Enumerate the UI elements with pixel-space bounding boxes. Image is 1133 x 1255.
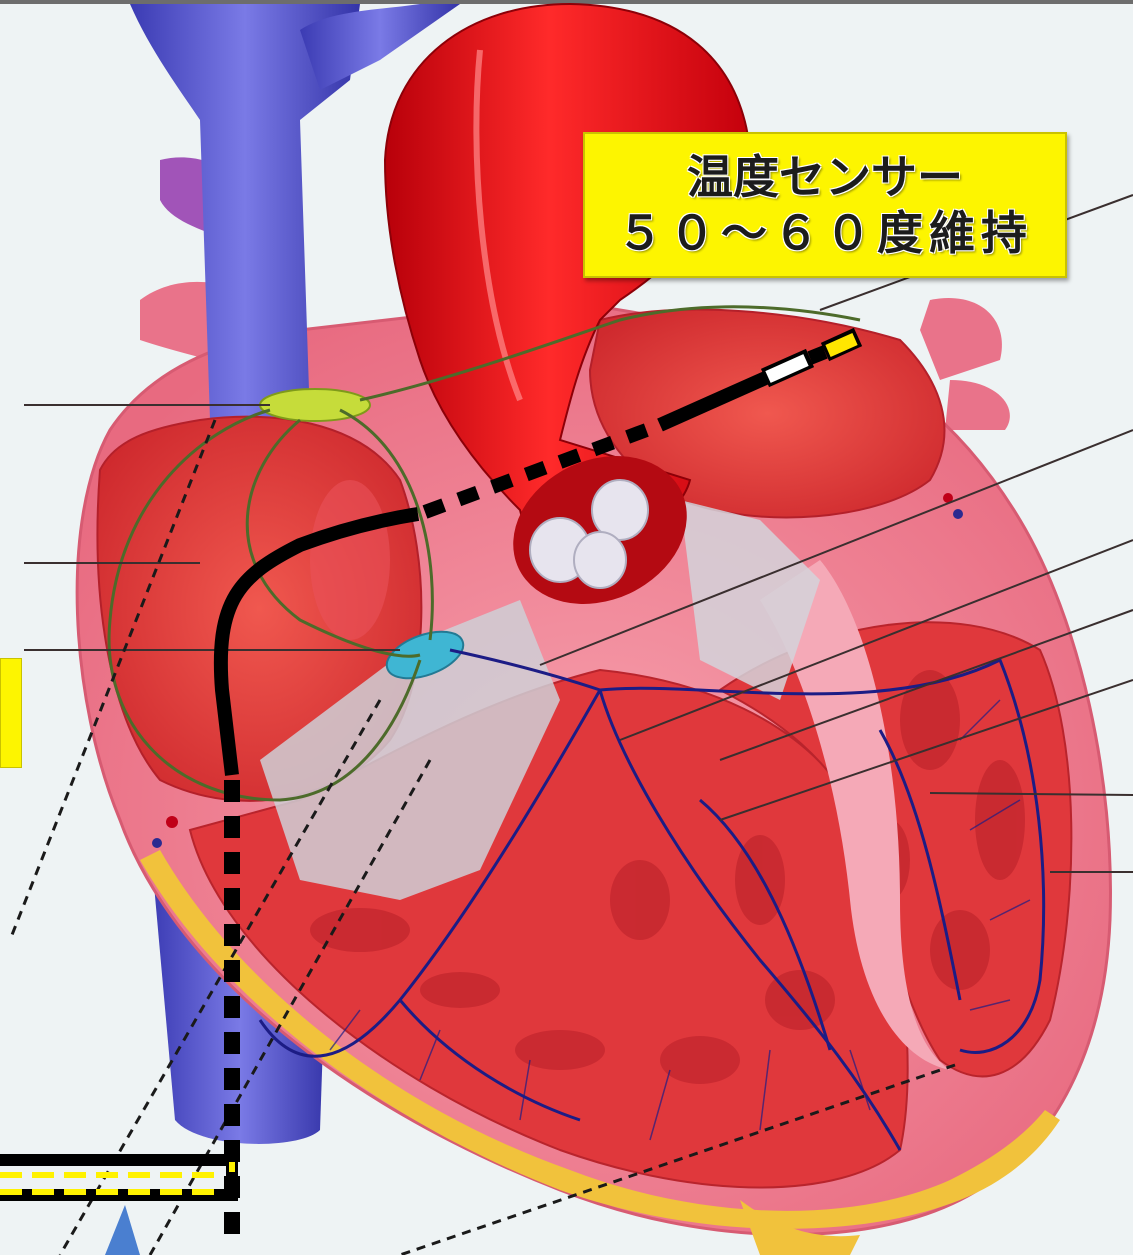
marker-dot-blue [152, 838, 162, 848]
sensor-band-gap [810, 352, 825, 358]
label-line-2: ５０～６０度維持 [617, 205, 1033, 261]
atrial-wall-shade [310, 480, 390, 640]
marker-dot-blue-2 [953, 509, 963, 519]
marker-dot-red [166, 816, 178, 828]
label-line-1: 温度センサー [687, 149, 963, 205]
side-yellow-tab [0, 658, 22, 768]
temperature-sensor-label: 温度センサー ５０～６０度維持 [583, 132, 1067, 278]
